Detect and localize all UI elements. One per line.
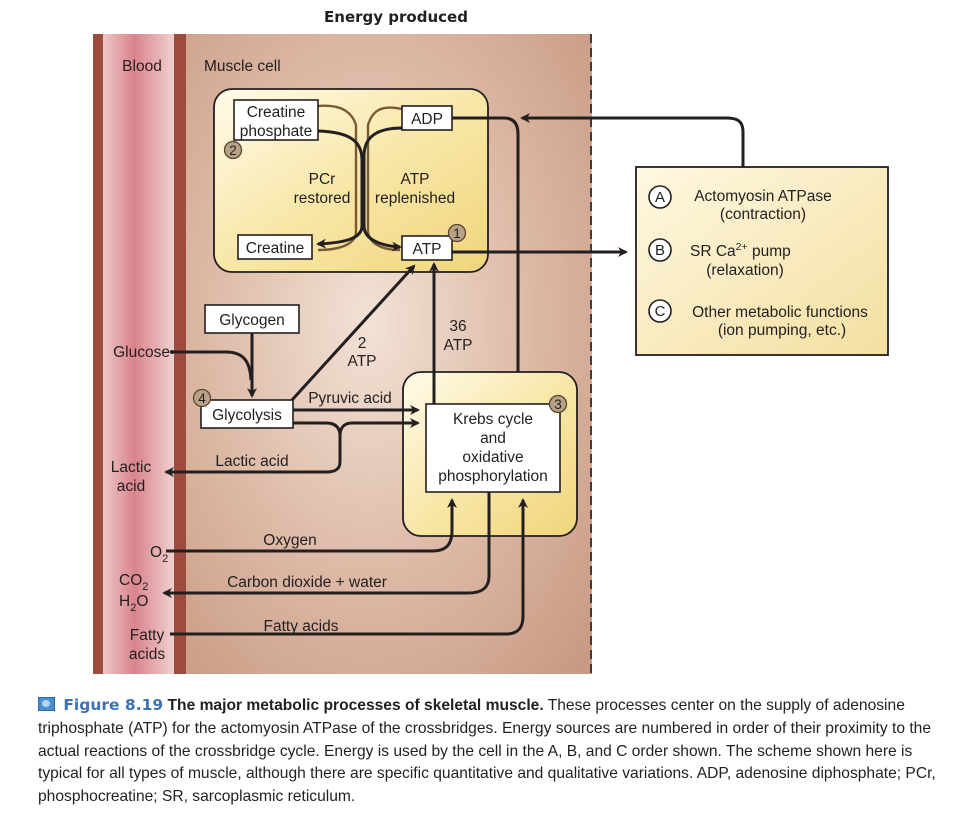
adp-label: ADP (411, 111, 443, 128)
marker-2-circle (223, 140, 243, 160)
usage-to-adp-return-arrow (520, 113, 745, 167)
o2-subscript: 2 (162, 553, 168, 565)
letter-c-text: C (655, 303, 666, 320)
creatine-label: Creatine (246, 240, 305, 257)
glycolysis-atp-yield-1: 2 (358, 335, 367, 352)
h2o-subscript: 2 (130, 602, 136, 614)
o2-label: O2 (150, 544, 168, 565)
marker-3-circle (548, 394, 568, 414)
blood-region (102, 34, 174, 674)
pyruvic-acid-label: Pyruvic acid (308, 390, 392, 407)
usage-item-b: B SR Ca2+ pump (relaxation) (648, 238, 791, 279)
krebs-atp-yield-2: ATP (444, 337, 473, 354)
fatty-acids-flow-label: Fatty acids (264, 618, 339, 635)
letter-b-text: B (655, 242, 665, 259)
muscle-cell-label: Muscle cell (204, 58, 281, 75)
fatty-acids-arrow (170, 498, 528, 636)
figure-marker-icon (38, 697, 55, 711)
glycolysis-box (200, 399, 294, 429)
atp-cycle-brown-arrow (366, 105, 411, 252)
co2-water-arrow (162, 492, 491, 598)
co2-water-flow-label: Carbon dioxide + water (227, 574, 387, 591)
usage-b-line1: SR Ca2+ pump (690, 241, 791, 260)
lactic-acid-arrow (164, 421, 342, 477)
fatty-acids-blood-label-2: acids (129, 646, 165, 663)
usage-b-line1-pre: SR Ca (690, 243, 736, 260)
h2o-label: H2O (119, 593, 148, 614)
lactic-acid-blood-label-1: Lactic (111, 459, 152, 476)
letter-c-circle (648, 299, 672, 323)
lactic-acid-blood-label-2: acid (117, 478, 145, 495)
marker-1-text: 1 (453, 226, 461, 241)
fatty-acids-blood-label-1: Fatty (130, 627, 165, 644)
co2-symbol: CO (119, 572, 142, 589)
krebs-label-4: phosphorylation (438, 468, 547, 485)
energy-produced-title: Energy produced (324, 8, 468, 26)
energy-usage-box (635, 166, 889, 356)
usage-item-c: C Other metabolic functions (ion pumping… (648, 299, 868, 339)
usage-b-line2: (relaxation) (706, 262, 784, 279)
figure-caption-body: These processes center on the supply of … (38, 697, 936, 806)
creatine-phosphate-box (233, 99, 319, 141)
creatine-box (237, 234, 313, 260)
oxygen-arrow (166, 498, 457, 553)
lactic-acid-flow-label: Lactic acid (215, 453, 288, 470)
usage-b-line1-sup: 2+ (736, 241, 748, 253)
marker-4-circle (192, 388, 212, 408)
marker-1-circle (447, 223, 467, 243)
pcr-restored-label-1: PCr (309, 171, 336, 188)
krebs-cycle-box (425, 403, 561, 493)
blood-label: Blood (122, 58, 162, 75)
glycogen-label: Glycogen (219, 312, 284, 329)
krebs-label-3: oxidative (462, 449, 523, 466)
glucose-to-glycolysis-arrow (172, 350, 253, 381)
atp-label: ATP (413, 241, 442, 258)
pcr-restored-label-2: restored (294, 190, 351, 207)
krebs-label-1: Krebs cycle (453, 411, 533, 428)
oxygen-flow-label: Oxygen (263, 532, 316, 549)
co2-subscript: 2 (142, 581, 148, 593)
letter-a-text: A (655, 189, 665, 206)
krebs-label-2: and (480, 430, 506, 447)
glucose-connector-dot (170, 350, 174, 354)
creatine-phosphate-label-1: Creatine (247, 104, 306, 121)
usage-item-a: A Actomyosin ATPase (contraction) (648, 185, 832, 223)
marker-4-text: 4 (198, 391, 206, 406)
marker-3-text: 3 (554, 397, 562, 412)
figure-title: The major metabolic processes of skeleta… (167, 697, 544, 714)
glycolysis-label: Glycolysis (212, 407, 282, 424)
glycolysis-atp-yield-2: ATP (348, 353, 377, 370)
glucose-label: Glucose (113, 344, 170, 361)
letter-b-circle (648, 238, 672, 262)
figure-caption: Figure 8.19 The major metabolic processe… (38, 694, 938, 809)
glycogen-box (204, 304, 300, 334)
atp-replenished-label-2: replenished (375, 190, 455, 207)
usage-c-line1: Other metabolic functions (692, 304, 868, 321)
o2-symbol: O (150, 544, 162, 561)
usage-a-line2: (contraction) (720, 206, 806, 223)
figure-number: Figure 8.19 (63, 696, 164, 714)
adp-to-atp-arrow (362, 126, 403, 252)
usage-b-line1-post: pump (748, 243, 791, 260)
atp-box (401, 235, 453, 261)
h2o-h: H (119, 593, 130, 610)
usage-a-line1: Actomyosin ATPase (694, 188, 832, 205)
blood-wall-left (93, 34, 103, 674)
pcr-to-creatine-arrow (316, 129, 364, 249)
adp-to-krebs-arrow (452, 116, 523, 400)
usage-c-line2: (ion pumping, etc.) (718, 322, 846, 339)
co2-label: CO2 (119, 572, 148, 593)
lactate-to-krebs-arrow (338, 418, 420, 437)
marker-2-text: 2 (229, 143, 237, 158)
glycolysis-to-atp-arrow (290, 264, 416, 402)
h2o-o: O (136, 593, 148, 610)
creatine-phosphate-label-2: phosphate (240, 123, 312, 140)
pcr-restore-brown-arrow (301, 103, 358, 252)
blood-wall-right (174, 34, 186, 674)
metabolism-diagram: Energy produced Blood Muscle cell Creati… (93, 8, 889, 674)
atp-replenished-label-1: ATP (401, 171, 430, 188)
krebs-atp-yield-1: 36 (449, 318, 466, 335)
letter-a-circle (648, 185, 672, 209)
